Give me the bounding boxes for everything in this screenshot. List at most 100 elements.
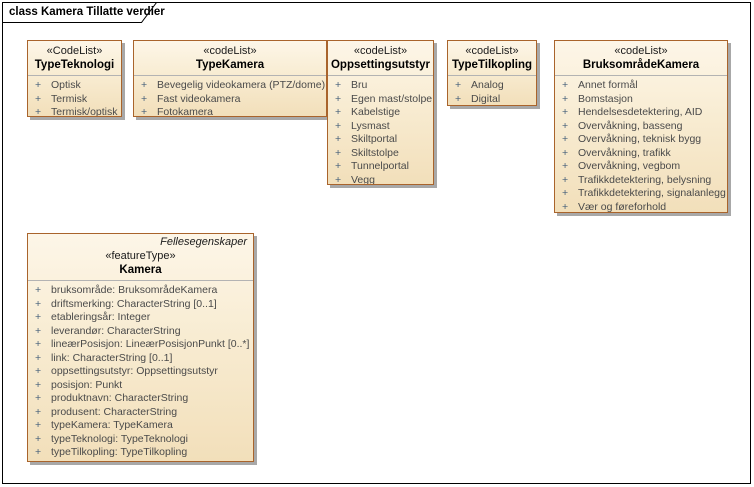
class-name-label: Oppsettingsutstyr	[330, 59, 431, 71]
plus-visibility-icon: +	[335, 79, 342, 91]
attribute-label: Overvåkning, teknisk bygg	[578, 133, 702, 145]
attribute-label: etableringsår: Integer	[51, 311, 151, 323]
class-box-kamera[interactable]: Fellesegenskaper «featureType» Kamera +b…	[27, 233, 254, 462]
attribute-row: + Skiltstolpe	[328, 147, 433, 161]
attribute-row: +Bevegelig videokamera (PTZ/dome)	[134, 79, 326, 93]
class-box-typeteknologi[interactable]: «CodeList» TypeTeknologi +Optisk+Termisk…	[27, 40, 122, 117]
class-header: «codeList» BruksområdeKamera	[555, 41, 727, 76]
attribute-row: +Vegg	[328, 173, 433, 185]
plus-visibility-icon: +	[562, 119, 569, 132]
attribute-row: +Termisk/optisk	[28, 106, 121, 116]
attribute-label: driftsmerking: CharacterString [0..1]	[51, 297, 217, 310]
plus-visibility-icon: +	[35, 405, 42, 418]
attribute-label: Overvåkning, vegbom	[578, 160, 681, 172]
class-header: «codeList» Oppsettingsutstyr	[328, 41, 433, 76]
attribute-row: +Analog	[448, 79, 536, 93]
title-tab-shape	[2, 2, 158, 23]
attribute-label: Trafikkdetektering, belysning	[578, 173, 712, 186]
plus-visibility-icon: +	[35, 392, 42, 404]
attribute-row: + Bru	[328, 79, 433, 93]
plus-visibility-icon: +	[35, 311, 42, 323]
attribute-label: Trafikkdetektering, signalanlegg	[578, 187, 726, 199]
attribute-label: typeTeknologi: TypeTeknologi	[51, 432, 188, 445]
plus-visibility-icon: +	[562, 79, 569, 91]
attribute-row: + Fotokamera	[134, 106, 326, 117]
attribute-label: produktnavn: CharacterString	[51, 392, 189, 404]
attribute-row: + driftsmerking: CharacterString [0..1]	[28, 298, 253, 312]
attribute-row: + produktnavn: CharacterString	[28, 392, 253, 406]
attribute-row: +Hendelsesdetektering, AID	[555, 106, 727, 120]
attribute-row: +Kabelstige	[328, 106, 433, 120]
attribute-label: Annet formål	[578, 79, 638, 91]
plus-visibility-icon: +	[35, 297, 42, 310]
plus-visibility-icon: +	[562, 200, 569, 213]
class-name-label: TypeTeknologi	[34, 59, 115, 71]
plus-visibility-icon: +	[335, 146, 342, 159]
attribute-list: +Bevegelig videokamera (PTZ/dome)+Fast v…	[134, 76, 326, 117]
plus-visibility-icon: +	[335, 160, 342, 172]
class-box-bruksomradekamera[interactable]: «codeList» BruksområdeKamera + Annet form…	[554, 40, 728, 213]
stereotype-label: «codeList»	[465, 45, 519, 57]
diagram-title-tab: class Kamera Tillatte verdier	[2, 2, 165, 24]
diagram-title: class Kamera Tillatte verdier	[9, 6, 165, 18]
plus-visibility-icon: +	[455, 92, 462, 105]
attribute-label: Egen mast/stolpe	[351, 92, 433, 105]
plus-visibility-icon: +	[35, 324, 42, 337]
attribute-label: Digital	[471, 92, 501, 105]
stereotype-label: «codeList»	[203, 45, 257, 57]
attribute-label: Skiltstolpe	[351, 146, 399, 159]
attribute-list: + Annet formål + Bomstasjon+Hendelsesdetekt…	[555, 76, 727, 213]
attribute-label: Lysmast	[351, 119, 390, 132]
attribute-label: oppsettingsutstyr: Oppsettingsutstyr	[51, 365, 218, 377]
attribute-label: typeKamera: TypeKamera	[51, 419, 173, 431]
attribute-row: + etableringsår: Integer	[28, 311, 253, 325]
plus-visibility-icon: +	[335, 106, 342, 118]
plus-visibility-icon: +	[562, 106, 569, 118]
stereotype-label: «featureType»	[105, 250, 176, 262]
attribute-label: Vegg	[351, 173, 375, 185]
class-name-label: Kamera	[119, 264, 162, 276]
plus-visibility-icon: +	[141, 92, 148, 105]
attribute-row: +Optisk	[28, 79, 121, 93]
attribute-row: +typeKamera: TypeKamera	[28, 419, 253, 433]
attribute-row: + Trafikkdetektering, signalanlegg	[555, 187, 727, 201]
plus-visibility-icon: +	[141, 106, 148, 117]
attribute-row: +posisjon: Punkt	[28, 379, 253, 393]
plus-visibility-icon: +	[35, 432, 42, 445]
attribute-list: +Analog+ Digital	[448, 76, 536, 105]
class-box-oppsettingsutstyr[interactable]: «codeList» Oppsettingsutstyr + Bru + Egen m…	[327, 40, 434, 185]
attribute-label: link: CharacterString [0..1]	[51, 351, 173, 364]
attribute-label: Bru	[351, 79, 368, 91]
attribute-row: +Overvåkning, teknisk bygg	[555, 133, 727, 147]
stereotype-label: «CodeList»	[46, 45, 103, 57]
plus-visibility-icon: +	[35, 365, 42, 377]
plus-visibility-icon: +	[562, 187, 569, 199]
plus-visibility-icon: +	[562, 92, 569, 105]
plus-visibility-icon: +	[35, 92, 42, 105]
attribute-label: Bomstasjon	[578, 92, 633, 105]
plus-visibility-icon: +	[35, 338, 42, 350]
attribute-label: Bevegelig videokamera (PTZ/dome)	[157, 79, 326, 91]
plus-visibility-icon: +	[35, 79, 42, 91]
attribute-label: posisjon: Punkt	[51, 378, 123, 391]
attribute-row: + Termisk	[28, 93, 121, 107]
attribute-row: +Lysmast	[328, 120, 433, 134]
attribute-label: Fotokamera	[157, 106, 214, 117]
attribute-label: Tunnelportal	[351, 160, 409, 172]
attribute-row: + Overvåkning, trafikk	[555, 147, 727, 161]
attribute-row: + Bomstasjon	[555, 93, 727, 107]
attribute-list: +Optisk+ Termisk+Termisk/optisk	[28, 76, 121, 116]
attribute-row: +produsent: CharacterString	[28, 406, 253, 420]
class-header: «codeList» TypeKamera	[134, 41, 326, 76]
class-box-typetilkopling[interactable]: «codeList» TypeTilkopling +Analog+Digita…	[447, 40, 537, 106]
attribute-label: typeTilkopling: TypeTilkopling	[51, 446, 188, 458]
attribute-label: Termisk	[51, 92, 88, 105]
attribute-label: Fast videokamera	[157, 92, 241, 105]
attribute-label: Overvåkning, trafikk	[578, 146, 671, 159]
class-name-label: TypeKamera	[195, 59, 265, 71]
plus-visibility-icon: +	[562, 146, 569, 159]
class-box-typekamera[interactable]: «codeList» TypeKamera +Bevegelig videoka…	[133, 40, 327, 117]
attribute-label: Vær og føreforhold	[578, 200, 667, 213]
